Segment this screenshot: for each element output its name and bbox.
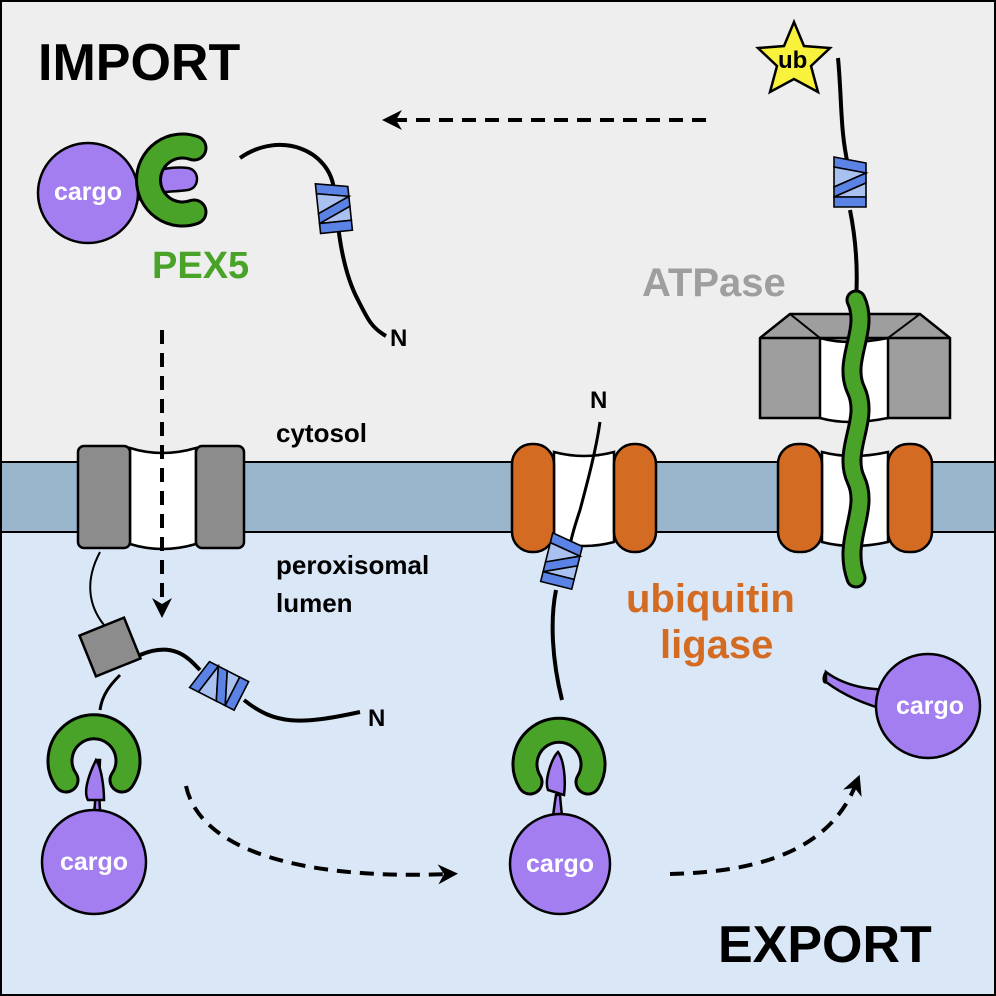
pex5-ubiquitinated: [755, 18, 871, 589]
released-cargo: [822, 652, 982, 760]
anchor-square: [77, 615, 143, 679]
pex5-c-shape: [49, 716, 139, 791]
n-terminus-label-top: N: [390, 325, 407, 352]
cargo-label-released: cargo: [896, 692, 964, 720]
ubiquitin-star-icon: [755, 18, 833, 95]
import-label: IMPORT: [38, 34, 240, 92]
cargo-blob: [508, 812, 612, 916]
ubiquitin-ligase-center: [510, 442, 658, 554]
cytosol-label: cytosol: [276, 418, 367, 448]
cargo-label-top: cargo: [54, 178, 122, 206]
n-terminus-label-lumen: N: [368, 705, 385, 732]
export-label: EXPORT: [718, 916, 932, 974]
dashed-arrows: [152, 110, 862, 885]
n-terminus-label-center: N: [590, 387, 607, 414]
atpase-label: ATPase: [642, 261, 786, 305]
cargo-blob: [874, 652, 982, 760]
dashed-arrow-icon: [184, 785, 458, 885]
dashed-arrow-icon: [669, 774, 862, 876]
ligase-label-line2: ligase: [660, 623, 773, 667]
pex5-cargo-cytosol: [36, 132, 388, 338]
pex5-unfolded-green: [844, 292, 868, 586]
pex5-cargo-lumen-center: [508, 421, 612, 916]
pex5-c-shape: [138, 135, 205, 225]
cargo-blob: [40, 808, 148, 916]
pex5-label: PEX5: [152, 245, 249, 287]
pex5-cargo-lumen-left: [40, 551, 361, 916]
ligase-label-line1: ubiquitin: [626, 577, 795, 621]
ub-label: ub: [778, 47, 807, 74]
cargo-label-bottom-center: cargo: [526, 850, 594, 878]
cargo-label-bottom-left: cargo: [60, 848, 128, 876]
lumen-label-line1: peroxisomal: [276, 550, 429, 580]
lumen-label-line2: lumen: [276, 588, 353, 618]
pex5-c-shape: [514, 719, 604, 793]
